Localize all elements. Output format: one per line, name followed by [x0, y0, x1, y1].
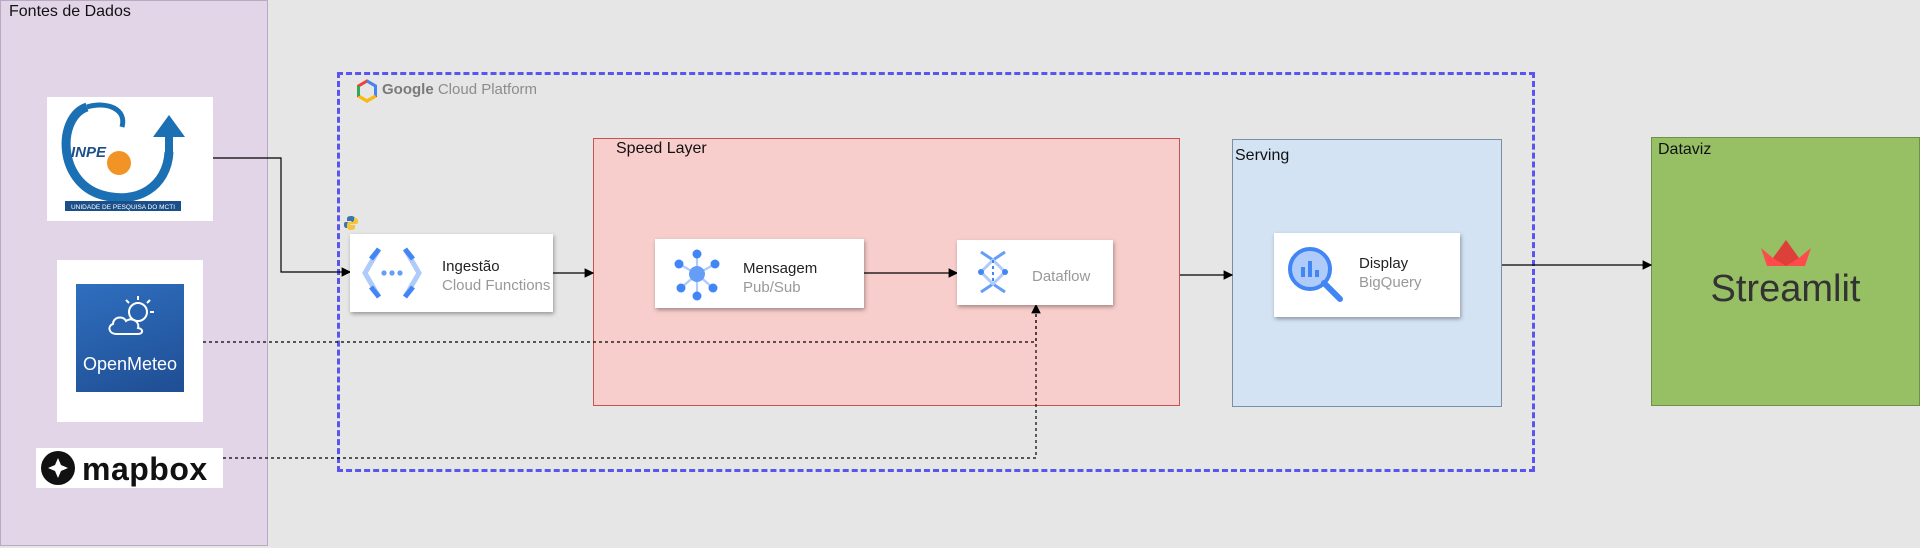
display-name: Display	[1359, 255, 1409, 272]
python-icon	[344, 216, 358, 230]
dataflow-icon	[978, 250, 1008, 294]
bigquery-icon	[1288, 247, 1343, 302]
dataflow-service: Dataflow	[1032, 268, 1091, 285]
streamlit-logo-text: Streamlit	[1710, 268, 1861, 310]
inpe-caption: UNIDADE DE PESQUISA DO MCTI	[71, 204, 175, 211]
data-sources-title: Fontes de Dados	[9, 3, 131, 20]
openmeteo-logo: OpenMeteo	[57, 260, 203, 422]
dataviz-title: Dataviz	[1658, 141, 1712, 158]
inpe-emblem-icon: INPE UNIDADE DE PESQUISA DO MCTI	[61, 102, 185, 211]
mensagem-service: Pub/Sub	[743, 279, 801, 296]
speed-layer-title: Speed Layer	[616, 140, 707, 157]
serving-title: Serving	[1235, 147, 1290, 164]
mapbox-mark-icon	[41, 451, 75, 485]
gcp-title: Google Cloud Platform	[382, 81, 537, 98]
mapbox-label: mapbox	[82, 451, 208, 487]
gcp-logo-icon	[357, 79, 377, 103]
display-node[interactable]: Display BigQuery	[1274, 233, 1460, 317]
ingestao-node[interactable]: Ingestão Cloud Functions	[350, 234, 553, 312]
gcp-product: Cloud Platform	[437, 81, 538, 98]
ingestao-service: Cloud Functions	[442, 277, 551, 294]
openmeteo-tile: OpenMeteo	[76, 284, 184, 392]
arrow-openmeteo-to-dataflow	[203, 303, 1041, 343]
streamlit-crown-icon	[1761, 240, 1811, 266]
ingestao-name: Ingestão	[442, 258, 500, 275]
inpe-logo: INPE UNIDADE DE PESQUISA DO MCTI	[47, 97, 213, 221]
inpe-text: INPE	[71, 144, 107, 161]
arrow-mapbox-to-dataflow	[223, 305, 1037, 459]
dataflow-node[interactable]: Dataflow	[957, 240, 1113, 305]
weather-cloud-sun-icon	[108, 296, 154, 335]
mensagem-node[interactable]: Mensagem Pub/Sub	[655, 239, 864, 308]
dataviz-region	[1651, 137, 1920, 406]
openmeteo-label: OpenMeteo	[82, 354, 178, 374]
arrow-inpe-to-ingestao	[213, 157, 352, 277]
mensagem-name: Mensagem	[743, 260, 818, 277]
gcp-brand: Google	[382, 81, 434, 98]
cloud-functions-icon	[362, 247, 422, 299]
pubsub-icon	[674, 249, 720, 301]
mapbox-logo: mapbox	[36, 448, 223, 488]
display-service: BigQuery	[1359, 274, 1422, 291]
